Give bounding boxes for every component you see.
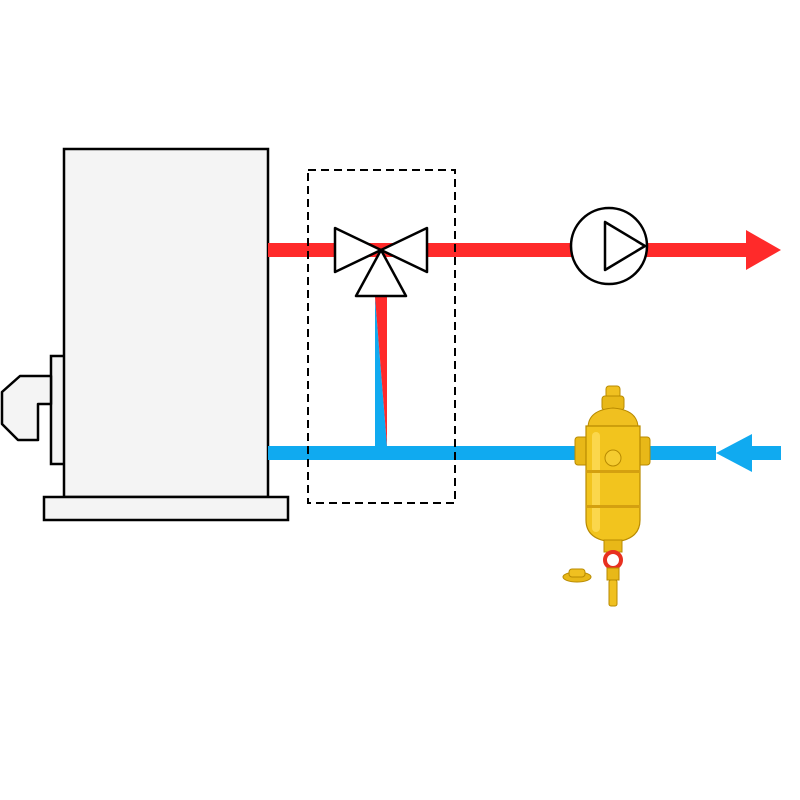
return-line [268, 434, 781, 472]
burner-icon [0, 374, 53, 442]
drain-cap-top [568, 568, 586, 578]
drain-stem [606, 567, 620, 581]
bypass-hot [375, 297, 387, 446]
boiler-body [62, 147, 270, 499]
separator-band-upper [586, 470, 640, 473]
separator-highlight [592, 432, 600, 532]
drain-outlet [608, 579, 618, 607]
return-arrow-shaft [748, 446, 781, 460]
arrow-right-icon [746, 230, 781, 270]
valve-left-port [333, 226, 383, 274]
dirt-separator [562, 385, 651, 607]
pump-direction-triangle [603, 220, 647, 272]
drain-valve-ring [603, 550, 623, 570]
three-way-valve-icon [333, 226, 429, 298]
separator-band-lower [586, 505, 640, 508]
valve-right-port [379, 226, 429, 274]
bypass-line [375, 297, 387, 446]
pump-circle-triangle-icon [569, 206, 649, 286]
return-arrow-head [716, 434, 752, 472]
valve-bottom-port [354, 248, 408, 298]
boiler [0, 147, 290, 522]
separator-top-dome [587, 407, 639, 429]
mixing-group-boundary [307, 169, 456, 504]
boiler-base [42, 495, 290, 522]
separator-nut [604, 449, 622, 467]
